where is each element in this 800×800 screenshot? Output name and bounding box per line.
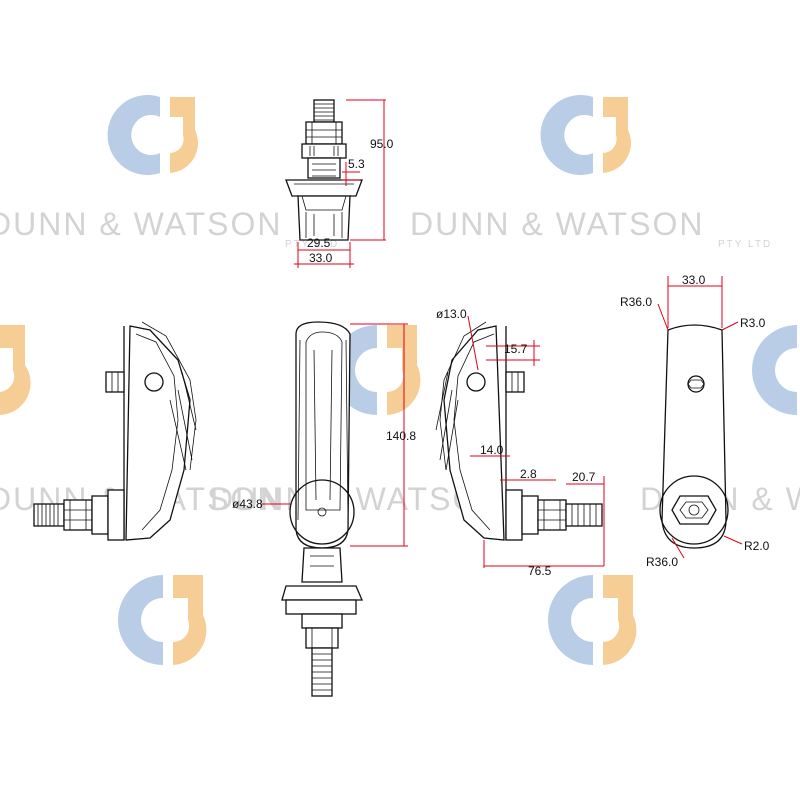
dim-top-inner-width: 29.5 xyxy=(307,236,331,250)
dim-back-r-bottom-right: R2.0 xyxy=(744,539,770,553)
watermark-layer: DUNN & WATSON DUNN & WATSON PTY LTD PTY … xyxy=(0,95,800,665)
dim-side-stud: 20.7 xyxy=(572,470,596,484)
dim-back-r-bottom-left: R36.0 xyxy=(646,555,678,569)
dim-side-total: 76.5 xyxy=(528,564,552,578)
back-view: 33.0 R36.0 R3.0 R36.0 R2.0 xyxy=(620,273,770,569)
right-side-view: ø13.0 15.7 14.0 2.8 20.7 76.5 xyxy=(435,307,605,578)
front-view: 140.8 ø43.8 xyxy=(232,321,416,697)
watermark-logo xyxy=(548,575,637,665)
dim-back-r-top-left: R36.0 xyxy=(620,295,652,309)
dim-front-height: 140.8 xyxy=(386,429,416,443)
watermark-sub: PTY LTD xyxy=(718,239,772,250)
watermark-brand: DUNN & WATSON xyxy=(0,206,282,242)
watermark-logo xyxy=(118,575,207,665)
dim-top-outer-width: 33.0 xyxy=(309,251,333,265)
watermark-brand: DUNN & WATSON xyxy=(210,481,504,517)
watermark-logo xyxy=(107,95,198,175)
dim-side-offset: 15.7 xyxy=(504,342,528,356)
dim-side-hole: ø13.0 xyxy=(436,307,467,321)
watermark-sub: PTY LTD xyxy=(285,239,339,250)
dim-top-height: 95.0 xyxy=(370,137,394,151)
dim-front-diameter: ø43.8 xyxy=(232,497,263,511)
watermark-logo xyxy=(540,95,631,175)
left-side-view xyxy=(33,321,197,541)
watermark-brand: DUNN & WATSON xyxy=(410,206,704,242)
top-view: 95.0 5.3 29.5 33.0 xyxy=(285,99,394,268)
dim-top-small: 5.3 xyxy=(348,157,365,171)
dim-side-depth: 14.0 xyxy=(480,443,504,457)
dim-side-small: 2.8 xyxy=(520,467,537,481)
watermark-logo xyxy=(0,325,31,415)
dim-back-width: 33.0 xyxy=(682,273,706,287)
dim-back-r-top-right: R3.0 xyxy=(740,316,766,330)
watermark-logo xyxy=(752,325,797,415)
